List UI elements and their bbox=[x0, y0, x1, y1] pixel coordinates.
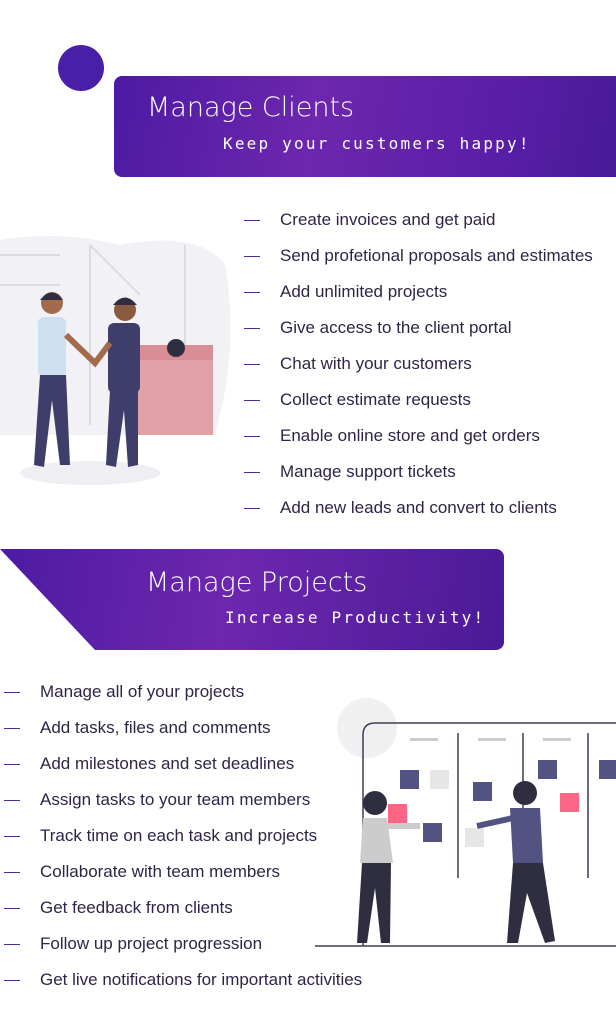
manage-clients-banner: Manage Clients Keep your customers happy… bbox=[114, 76, 616, 177]
list-item: Create invoices and get paid bbox=[244, 202, 593, 238]
list-item: Get live notifications for important act… bbox=[4, 962, 362, 998]
dash-icon bbox=[244, 507, 260, 509]
feature-text: Manage support tickets bbox=[280, 462, 456, 481]
list-item: Manage all of your projects bbox=[4, 674, 362, 710]
list-item: Collect estimate requests bbox=[244, 382, 593, 418]
list-item: Add new leads and convert to clients bbox=[244, 490, 593, 526]
dash-icon bbox=[4, 871, 20, 873]
list-item: Track time on each task and projects bbox=[4, 818, 362, 854]
feature-text: Send profetional proposals and estimates bbox=[280, 246, 593, 265]
list-item: Manage support tickets bbox=[244, 454, 593, 490]
dash-icon bbox=[4, 799, 20, 801]
feature-text: Add milestones and set deadlines bbox=[40, 754, 295, 773]
decorative-circle bbox=[58, 45, 104, 91]
client-feature-list: Create invoices and get paid Send profet… bbox=[244, 202, 593, 526]
dash-icon bbox=[4, 691, 20, 693]
dash-icon bbox=[4, 835, 20, 837]
dash-icon bbox=[4, 727, 20, 729]
dash-icon bbox=[4, 943, 20, 945]
section-subtitle: Increase Productivity! bbox=[225, 608, 486, 627]
feature-text: Collaborate with team members bbox=[40, 862, 280, 881]
feature-text: Follow up project progression bbox=[40, 934, 263, 953]
dash-icon bbox=[244, 255, 260, 257]
handshake-illustration bbox=[0, 236, 231, 485]
dash-icon bbox=[244, 399, 260, 401]
feature-text: Give access to the client portal bbox=[280, 318, 512, 337]
project-feature-list: Manage all of your projects Add tasks, f… bbox=[4, 674, 362, 998]
list-item: Give access to the client portal bbox=[244, 310, 593, 346]
list-item: Collaborate with team members bbox=[4, 854, 362, 890]
dash-icon bbox=[4, 763, 20, 765]
feature-text: Track time on each task and projects bbox=[40, 826, 318, 845]
feature-text: Enable online store and get orders bbox=[280, 426, 540, 445]
dash-icon bbox=[244, 363, 260, 365]
list-item: Enable online store and get orders bbox=[244, 418, 593, 454]
feature-text: Create invoices and get paid bbox=[280, 210, 496, 229]
list-item: Add tasks, files and comments bbox=[4, 710, 362, 746]
section-title: Manage Projects bbox=[146, 567, 368, 598]
list-item: Add milestones and set deadlines bbox=[4, 746, 362, 782]
dash-icon bbox=[244, 471, 260, 473]
feature-text: Assign tasks to your team members bbox=[40, 790, 311, 809]
list-item: Assign tasks to your team members bbox=[4, 782, 362, 818]
feature-text: Get live notifications for important act… bbox=[40, 970, 363, 989]
dash-icon bbox=[244, 435, 260, 437]
feature-text: Chat with your customers bbox=[280, 354, 472, 373]
list-item: Send profetional proposals and estimates bbox=[244, 238, 593, 274]
list-item: Chat with your customers bbox=[244, 346, 593, 382]
dash-icon bbox=[4, 979, 20, 981]
dash-icon bbox=[4, 907, 20, 909]
dash-icon bbox=[244, 219, 260, 221]
dash-icon bbox=[244, 327, 260, 329]
feature-text: Manage all of your projects bbox=[40, 682, 245, 701]
feature-text: Get feedback from clients bbox=[40, 898, 233, 917]
manage-projects-banner: Manage Projects Increase Productivity! bbox=[0, 549, 504, 650]
kanban-board-illustration bbox=[315, 698, 616, 947]
list-item: Follow up project progression bbox=[4, 926, 362, 962]
section-title: Manage Clients bbox=[147, 92, 355, 123]
feature-text: Add tasks, files and comments bbox=[40, 718, 271, 737]
list-item: Add unlimited projects bbox=[244, 274, 593, 310]
dash-icon bbox=[244, 291, 260, 293]
feature-text: Collect estimate requests bbox=[280, 390, 471, 409]
feature-text: Add new leads and convert to clients bbox=[280, 498, 557, 517]
feature-text: Add unlimited projects bbox=[280, 282, 448, 301]
list-item: Get feedback from clients bbox=[4, 890, 362, 926]
section-subtitle: Keep your customers happy! bbox=[223, 134, 531, 153]
